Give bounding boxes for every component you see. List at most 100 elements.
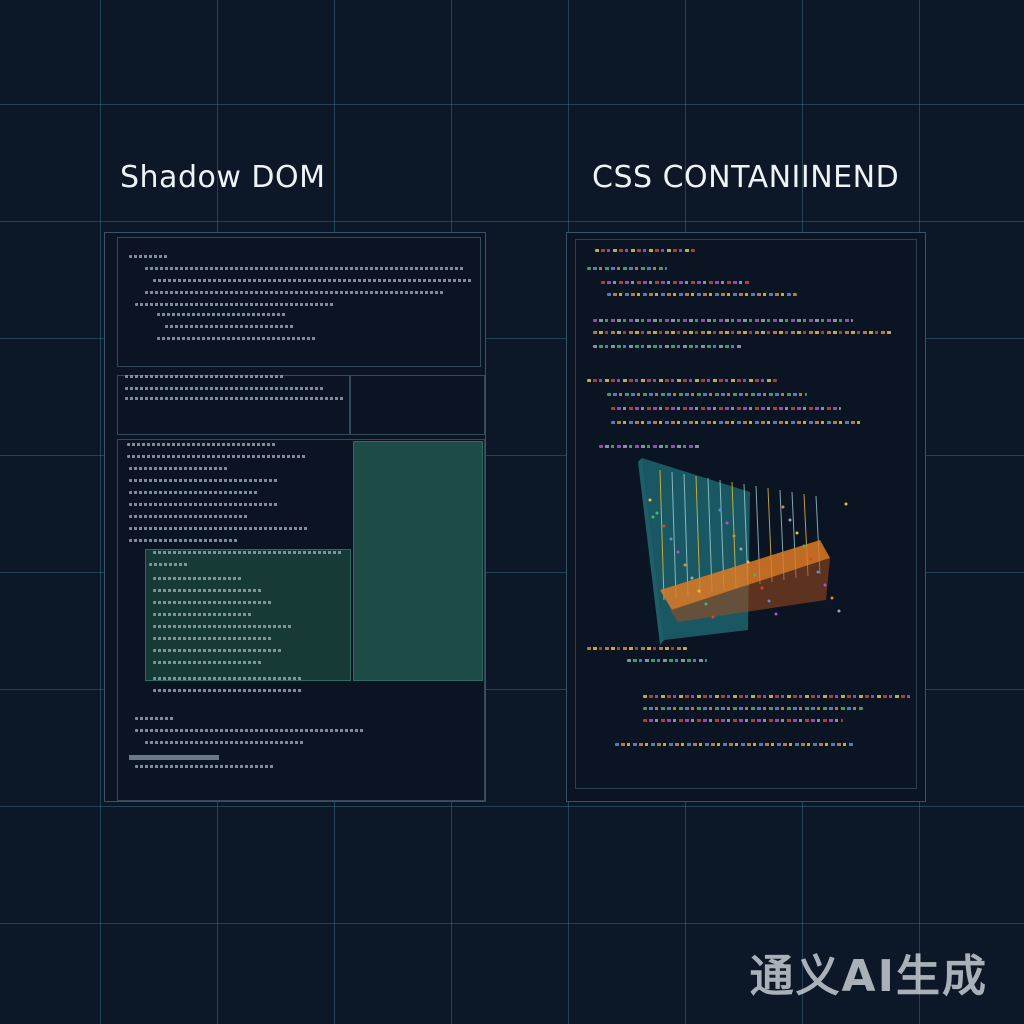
- code-line: [157, 313, 287, 316]
- heading-css-containment: CSS CONTANIINEND: [592, 160, 900, 195]
- code-line: [643, 695, 913, 698]
- code-line: [593, 331, 893, 334]
- chart-dot: [697, 589, 701, 593]
- code-line: [145, 267, 465, 270]
- code-line: [615, 743, 855, 746]
- containment-visualization: [638, 458, 848, 645]
- code-line: [129, 467, 229, 470]
- code-line: [587, 647, 687, 650]
- orange-ribbon: [660, 540, 830, 610]
- chart-dot: [774, 612, 778, 616]
- code-box-top: [117, 237, 481, 367]
- code-line: [593, 345, 743, 348]
- shadow-root-block: [353, 441, 483, 681]
- code-line: [587, 267, 667, 270]
- code-line: [595, 249, 695, 252]
- code-line: [599, 445, 699, 448]
- chart-dot: [816, 570, 820, 574]
- code-line: [607, 293, 797, 296]
- chart-dot: [844, 502, 848, 506]
- code-line: [627, 659, 707, 662]
- chart-dot: [732, 534, 736, 538]
- chart-dot: [704, 602, 708, 606]
- vertical-bar: [671, 471, 677, 599]
- chart-dot: [809, 557, 813, 561]
- chart-dot: [781, 505, 785, 509]
- code-line: [153, 601, 273, 604]
- orange-ribbon-lower: [670, 558, 830, 622]
- chart-dot: [830, 596, 834, 600]
- code-box-middle: [117, 375, 351, 435]
- code-line: [593, 319, 853, 322]
- code-line: [127, 443, 277, 446]
- code-box-main: [117, 439, 485, 801]
- code-line: [153, 613, 253, 616]
- chart-dot: [662, 524, 666, 528]
- chart-dot: [683, 563, 687, 567]
- code-line: [135, 765, 275, 768]
- css-containment-panel[interactable]: [566, 232, 926, 802]
- chart-dot: [739, 547, 743, 551]
- code-line: [129, 491, 259, 494]
- chart-dots: [648, 498, 848, 619]
- code-line: [153, 589, 263, 592]
- code-line: [587, 379, 777, 382]
- code-line: [145, 291, 445, 294]
- chart-dot: [648, 498, 652, 502]
- code-line: [149, 563, 189, 566]
- code-line: [135, 717, 175, 720]
- heading-shadow-dom: Shadow DOM: [120, 160, 326, 195]
- code-line: [129, 527, 309, 530]
- chart-dot: [746, 560, 750, 564]
- chart-dot: [711, 615, 715, 619]
- chart-dot: [802, 544, 806, 548]
- code-line: [127, 455, 307, 458]
- chart-dot: [788, 518, 792, 522]
- code-line: [145, 741, 305, 744]
- css-containment-inner-frame: [575, 239, 917, 789]
- code-line: [601, 281, 751, 284]
- chart-dot: [669, 537, 673, 541]
- code-line: [153, 551, 343, 554]
- shadow-dom-panel[interactable]: [104, 232, 486, 802]
- chart-dot: [760, 586, 764, 590]
- code-line: [157, 337, 317, 340]
- chart-dot: [718, 508, 722, 512]
- teal-plane-edge: [638, 458, 664, 645]
- code-line: [135, 303, 335, 306]
- code-line: [153, 677, 303, 680]
- code-line: [153, 279, 473, 282]
- chart-dot: [795, 531, 799, 535]
- code-line: [643, 719, 843, 722]
- vertical-bar: [695, 475, 701, 595]
- chart-dot: [837, 609, 841, 613]
- chart-dot: [767, 599, 771, 603]
- code-line: [153, 625, 293, 628]
- code-line: [125, 397, 345, 400]
- code-line: [165, 325, 295, 328]
- code-line: [153, 649, 283, 652]
- chart-dot: [676, 550, 680, 554]
- code-line: [125, 387, 325, 390]
- chart-dot: [823, 583, 827, 587]
- code-line: [129, 515, 249, 518]
- vertical-bar: [707, 477, 713, 593]
- vertical-bar: [683, 473, 689, 597]
- vertical-bar: [659, 469, 665, 601]
- code-line: [607, 393, 807, 396]
- code-line: [129, 255, 169, 258]
- chart-dot: [725, 521, 729, 525]
- chart-dot: [651, 515, 655, 519]
- code-box-middle-right: [349, 375, 485, 435]
- chart-dot: [690, 576, 694, 580]
- code-line: [643, 707, 863, 710]
- code-line: [611, 421, 861, 424]
- code-line: [125, 375, 285, 378]
- code-line: [135, 729, 365, 732]
- code-line: [129, 539, 239, 542]
- scroll-bar[interactable]: [129, 755, 219, 760]
- code-line: [129, 479, 279, 482]
- code-line: [153, 661, 263, 664]
- code-line: [153, 689, 303, 692]
- code-line: [153, 637, 273, 640]
